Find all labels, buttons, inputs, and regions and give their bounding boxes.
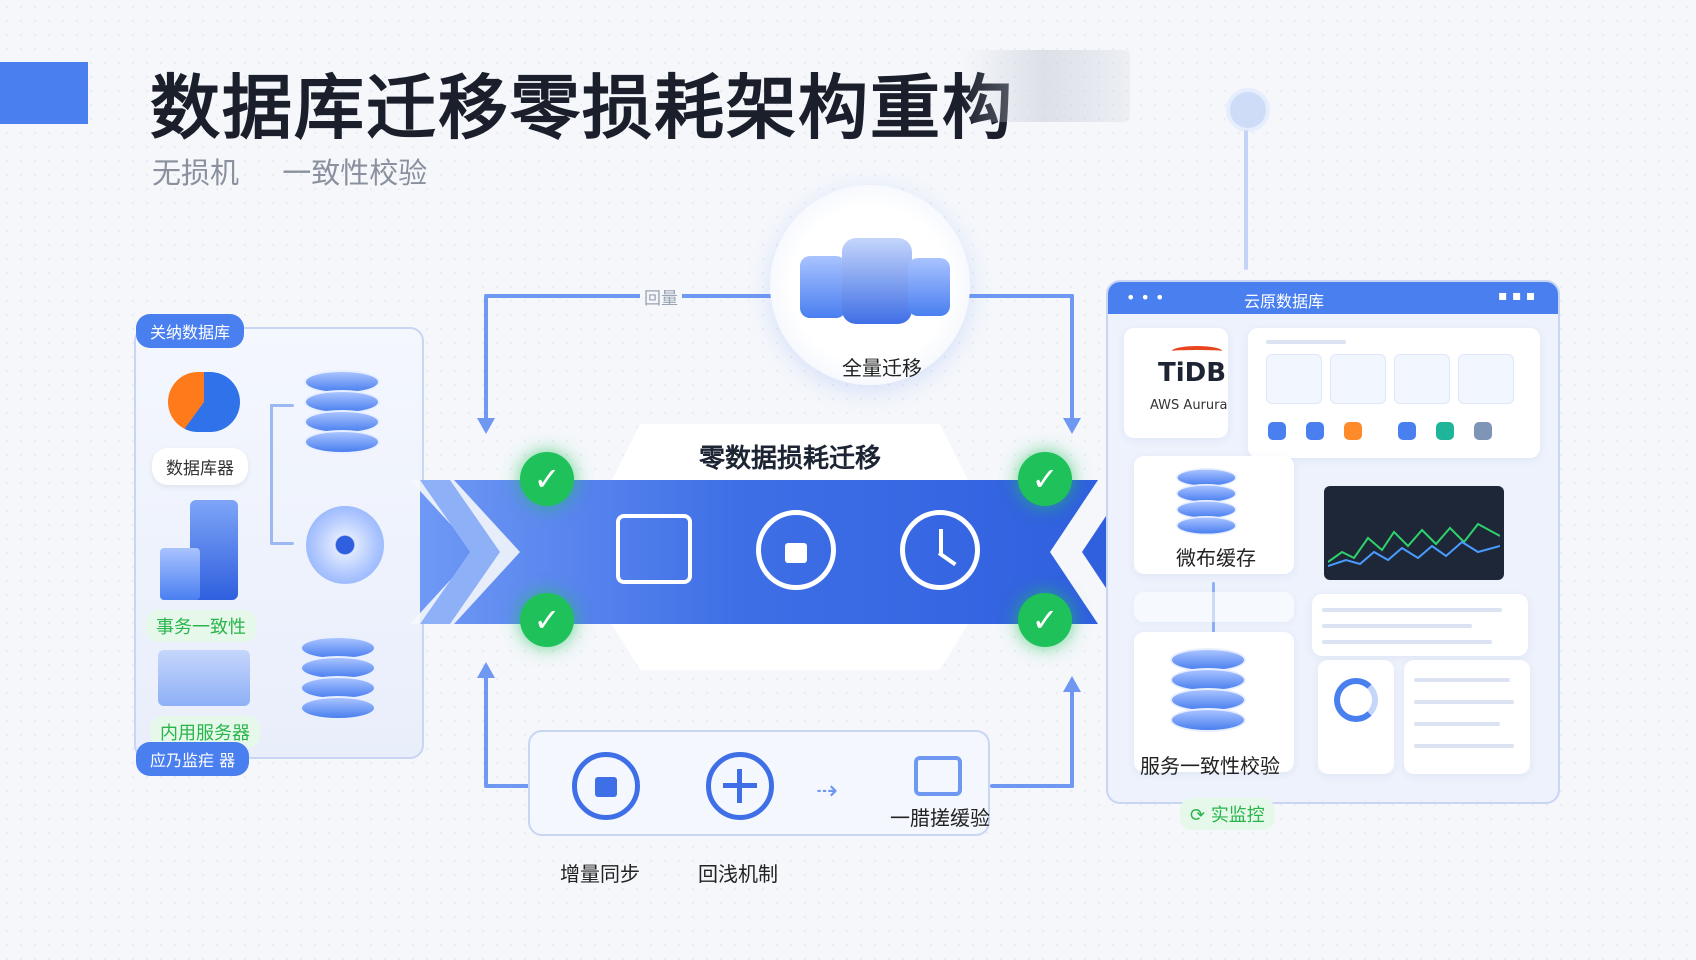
accent-bar: [0, 62, 88, 124]
connector-line: [270, 542, 294, 545]
metric-tile: [1458, 354, 1514, 404]
chart-series-blue: [1328, 540, 1500, 567]
shortcut-icon[interactable]: [1398, 422, 1416, 440]
legacy-db-footer: 应乃监疟 器: [136, 742, 250, 776]
cloud-db-header-bar: • • • 云原数据库 ▪ ▪ ▪: [1108, 282, 1558, 314]
arrow-down-icon: [1063, 418, 1081, 434]
sync-lock-icon: [756, 510, 836, 590]
placeholder-line: [1414, 744, 1514, 748]
cache-verify-label: 一腊搓缓验: [890, 806, 990, 830]
table-icon: [158, 650, 250, 706]
database-cluster-icon: [300, 636, 376, 720]
metric-tile: [1394, 354, 1450, 404]
check-icon: ✓: [520, 593, 574, 647]
monitoring-badge: ⟳ 实监控: [1180, 798, 1275, 830]
band-title: 零数据损耗迁移: [698, 444, 881, 474]
page-subtitle: 无损机 一致性校验: [152, 150, 461, 192]
flow-line: [484, 294, 774, 298]
shortcut-icon[interactable]: [1474, 422, 1492, 440]
placeholder-line: [1414, 700, 1514, 704]
consistency-verify-label: 服务一致性校验: [1140, 754, 1280, 778]
incremental-sync-label: 增量同步: [560, 862, 640, 886]
check-icon: ✓: [1018, 452, 1072, 506]
pin-icon: [1226, 88, 1270, 132]
transaction-consistency-label: 事务一致性: [146, 610, 256, 642]
chart-series-green: [1328, 522, 1500, 563]
arrow-down-icon: [477, 418, 495, 434]
verify-db-icon: [1170, 648, 1246, 732]
shortcut-icon[interactable]: [1436, 422, 1454, 440]
check-icon: ✓: [520, 452, 574, 506]
band-bottom-plate: [612, 624, 968, 670]
shortcut-icon[interactable]: [1306, 422, 1324, 440]
arrow-right-icon: ⇢: [816, 776, 838, 806]
rollback-icon: [706, 752, 774, 820]
placeholder-line: [1414, 722, 1500, 726]
cache-box-icon: [914, 756, 962, 796]
full-migration-db-icon: [800, 228, 950, 328]
flow-line: [1070, 690, 1074, 788]
placeholder-line: [1266, 340, 1346, 344]
monitoring-badge-label: 实监控: [1210, 805, 1265, 826]
mysql-logo-icon: [168, 372, 240, 432]
subtitle-item: 无损机: [152, 156, 240, 190]
flow-line: [962, 294, 1074, 298]
monitor-icon: ⟳: [1190, 805, 1211, 826]
aws-aurora-label: AWS Aurura: [1150, 398, 1228, 413]
metric-tile: [1266, 354, 1322, 404]
band-title-plate: [612, 424, 968, 480]
shortcut-icon[interactable]: [1268, 422, 1286, 440]
cloud-db-header: 云原数据库: [1244, 292, 1325, 311]
window-controls-icon: ▪ ▪ ▪: [1498, 288, 1536, 304]
placeholder-line: [1322, 624, 1472, 628]
flow-line: [1070, 294, 1074, 420]
db-server-label: 数据库器: [152, 448, 248, 485]
tidb-swoosh-icon: [1172, 346, 1222, 356]
tidb-logo: TiDB: [1158, 358, 1227, 388]
database-icon: [304, 370, 380, 454]
connector-line: [270, 404, 294, 407]
monitor-chart: [1324, 486, 1504, 580]
check-icon: ✓: [1018, 593, 1072, 647]
server-rack-icon: [160, 500, 250, 600]
consistency-verify-card: [1134, 592, 1294, 622]
rollback-label: 回浅机制: [698, 862, 778, 886]
flow-line: [990, 784, 1074, 788]
subtitle-item: 一致性校验: [282, 156, 428, 190]
migration-box-icon: [616, 514, 692, 584]
title-ghost-decoration: [960, 50, 1130, 122]
distributed-cache-label: 微布缓存: [1176, 546, 1256, 570]
monitor-chart-lines: [1328, 522, 1500, 567]
top-flow-label: 回量: [640, 284, 682, 309]
disk-icon: [306, 506, 384, 584]
legacy-db-header: 关纳数据库: [136, 314, 245, 348]
arrow-up-icon: [477, 662, 495, 678]
gauge-icon: [1334, 678, 1378, 722]
clock-refresh-icon: [900, 510, 980, 590]
window-dots: • • •: [1126, 288, 1165, 307]
cloud-db-panel: • • • 云原数据库 ▪ ▪ ▪ TiDB AWS Aurura 微布缓存 服…: [1106, 280, 1560, 804]
arrow-up-icon: [1063, 676, 1081, 692]
full-migration-label: 全量迁移: [842, 356, 922, 380]
connector-line: [270, 404, 273, 544]
page-title: 数据库迁移零损耗架构重构: [150, 67, 1014, 149]
placeholder-line: [1414, 678, 1510, 682]
incremental-sync-icon: [572, 752, 640, 820]
flow-line: [484, 676, 488, 786]
pin-line: [1244, 130, 1248, 270]
flow-line: [484, 296, 488, 420]
cache-db-icon: [1176, 468, 1237, 536]
placeholder-line: [1322, 640, 1492, 644]
flow-line: [484, 784, 530, 788]
shortcut-icon[interactable]: [1344, 422, 1362, 440]
metric-tile: [1330, 354, 1386, 404]
placeholder-line: [1322, 608, 1502, 612]
